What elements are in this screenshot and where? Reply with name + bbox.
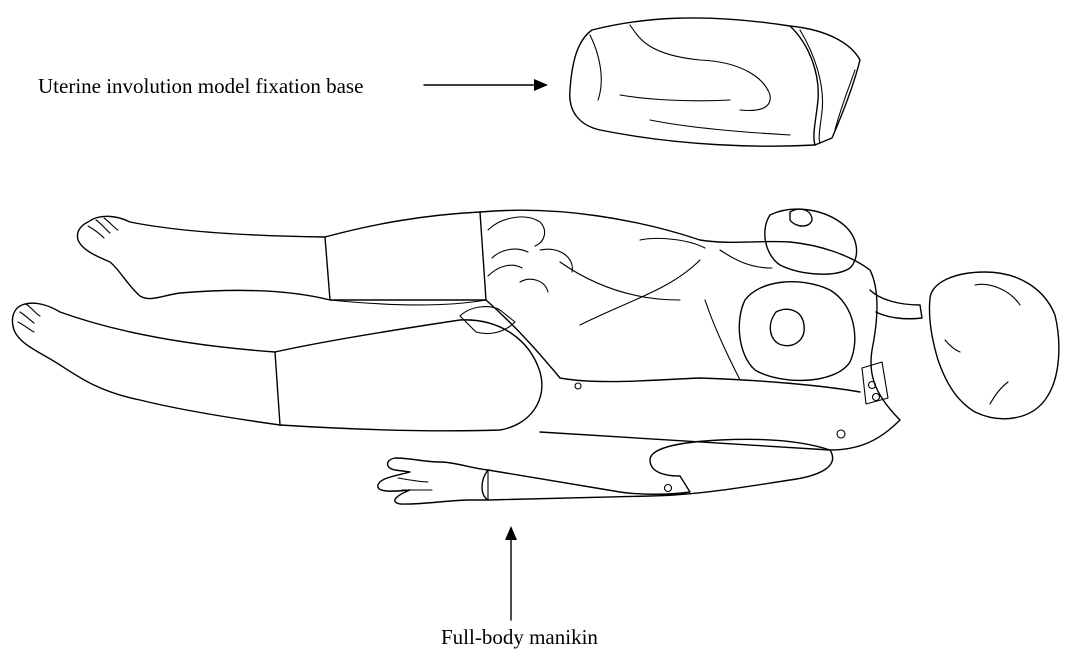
fixation-base-label: Uterine involution model fixation base	[38, 76, 363, 97]
manikin-label: Full-body manikin	[441, 627, 598, 648]
arrow-to-fixation-base	[424, 79, 548, 91]
arrow-to-manikin	[505, 526, 517, 620]
manikin-drawing	[12, 209, 1058, 504]
fixation-base-drawing	[570, 18, 860, 146]
